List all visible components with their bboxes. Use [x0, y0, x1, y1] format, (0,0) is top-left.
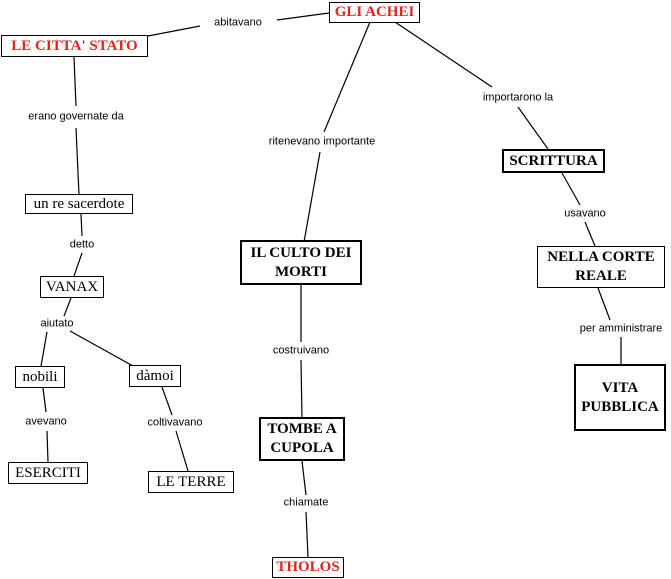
line-tombe-to-chiamate — [301, 460, 307, 496]
node-corte-reale: NELLA CORTE REALE — [537, 246, 665, 288]
node-damoi: dàmoi — [129, 365, 181, 387]
line-re-to-detto — [80, 213, 83, 237]
line-abitavano-to-citta — [147, 25, 201, 37]
node-vanax: VANAX — [40, 276, 104, 298]
line-nobili-to-avevano — [42, 387, 47, 413]
line-corte-to-amministrare — [597, 287, 611, 321]
node-tombe-cupola: TOMBE A CUPOLA — [259, 417, 345, 461]
line-aiutato-to-damoi — [69, 330, 134, 367]
line-costruivano-to-tombe — [300, 359, 303, 419]
line-importarono-to-scrittura — [517, 106, 549, 150]
link-aiutato: aiutato — [38, 317, 76, 331]
node-culto-morti: IL CULTO DEI MORTI — [240, 240, 362, 285]
line-aiutato-to-nobili — [40, 331, 48, 367]
line-achei-to-ritenevano — [323, 21, 371, 133]
link-costruivano: costruivano — [270, 344, 332, 358]
link-detto: detto — [67, 238, 97, 252]
node-gli-achei: GLI ACHEI — [329, 2, 420, 23]
node-re-sacerdote: un re sacerdote — [25, 194, 133, 214]
line-achei-to-importarono — [394, 21, 493, 88]
link-abitavano: abitavano — [212, 16, 264, 30]
node-eserciti: ESERCITI — [8, 462, 88, 484]
link-usavano: usavano — [562, 207, 608, 221]
line-avevano-to-eserciti — [46, 430, 49, 463]
node-tholos: THOLOS — [272, 557, 344, 578]
link-avevano: avevano — [23, 415, 69, 429]
link-per-amministrare: per amministrare — [577, 322, 665, 336]
link-erano-governate-da: erano governate da — [26, 110, 126, 124]
line-vanax-to-aiutato — [63, 297, 72, 317]
line-achei-to-abitavano — [276, 12, 330, 21]
line-detto-to-vanax — [73, 252, 83, 277]
link-importarono-la: importarono la — [480, 91, 556, 105]
line-damoi-to-coltivavano — [161, 386, 173, 416]
line-scrittura-to-usavano — [561, 172, 581, 206]
node-scrittura: SCRITTURA — [502, 149, 605, 173]
line-citta-to-governate — [73, 56, 77, 107]
line-usavano-to-corte — [584, 221, 596, 247]
node-nobili: nobili — [15, 366, 65, 388]
link-chiamate: chiamate — [281, 496, 331, 510]
node-citta-stato: LE CITTA' STATO — [1, 35, 148, 57]
link-coltivavano: coltivavano — [145, 416, 205, 430]
line-ritenevano-to-culto — [303, 151, 321, 243]
node-le-terre: LE TERRE — [148, 471, 234, 493]
line-coltivavano-to-terre — [175, 430, 189, 472]
node-vita-pubblica: VITA PUBBLICA — [574, 364, 666, 431]
line-chiamate-to-tholos — [305, 511, 309, 558]
link-ritenevano-importante: ritenevano importante — [266, 135, 378, 149]
line-governate-to-re — [75, 127, 80, 196]
